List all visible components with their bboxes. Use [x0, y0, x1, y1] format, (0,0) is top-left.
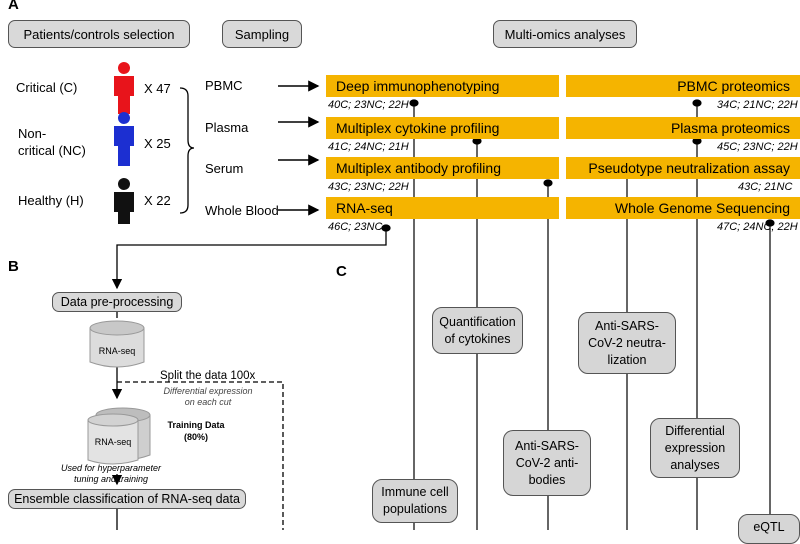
panel-letter-c: C — [336, 263, 347, 280]
data-preprocessing-box: Data pre-processing — [52, 292, 182, 312]
analysis-rnaseq: RNA-seq — [326, 197, 559, 219]
used-for-note-1: Used for hyperparameter — [60, 463, 162, 473]
sample-whole-blood: Whole Blood — [205, 203, 279, 218]
analysis-pbmc-proteomics: PBMC proteomics — [566, 75, 800, 97]
group-label-noncritical-1: Non- — [18, 126, 47, 141]
diff-expr-note-1: Differential expression — [163, 386, 253, 396]
training-data-label-1: Training Data — [167, 420, 225, 430]
n-plasma-proteomics: 45C; 23NC; 22H — [717, 141, 798, 153]
sample-pbmc: PBMC — [205, 78, 243, 93]
training-cylinder-label: RNA-seq — [94, 437, 132, 447]
n-deep-immunophenotyping: 40C; 23NC; 22H — [328, 99, 409, 111]
split-label: Split the data 100x — [160, 370, 256, 382]
header-selection: Patients/controls selection — [8, 20, 190, 48]
analysis-cytokine-profiling: Multiplex cytokine profiling — [326, 117, 559, 139]
group-brace — [179, 87, 195, 214]
header-sampling: Sampling — [222, 20, 302, 48]
sample-serum: Serum — [205, 161, 244, 176]
person-icon-critical — [114, 62, 134, 114]
n-whole-genome-sequencing: 47C; 24NC; 22H — [717, 221, 798, 233]
analysis-whole-genome-sequencing: Whole Genome Sequencing — [566, 197, 800, 219]
used-for-note-2: tuning and training — [73, 474, 149, 484]
sample-plasma: Plasma — [205, 120, 249, 135]
box-anti-sars-cov2-neutralization: Anti-SARS-CoV-2 neutra-lization — [578, 312, 676, 374]
person-icon-healthy — [114, 178, 134, 224]
count-healthy: X 22 — [144, 193, 171, 208]
rnaseq-cylinder-label: RNA-seq — [98, 346, 136, 356]
rnaseq-cylinder — [89, 320, 145, 368]
person-icon-noncritical — [114, 112, 134, 166]
panel-letter-a: A — [8, 0, 19, 13]
count-noncritical: X 25 — [144, 136, 171, 151]
analysis-deep-immunophenotyping: Deep immunophenotyping — [326, 75, 559, 97]
analysis-plasma-proteomics: Plasma proteomics — [566, 117, 800, 139]
analysis-neutralization-assay: Pseudotype neutralization assay — [566, 157, 800, 179]
diff-expr-note-2: on each cut — [184, 397, 232, 407]
training-data-label-2: (80%) — [183, 432, 208, 442]
panel-letter-b: B — [8, 258, 19, 275]
group-label-noncritical-2: critical (NC) — [18, 143, 86, 158]
count-critical: X 47 — [144, 81, 171, 96]
training-cylinder — [87, 407, 151, 465]
n-rnaseq: 46C; 23NC — [328, 221, 383, 233]
n-antibody-profiling: 43C; 23NC; 22H — [328, 181, 409, 193]
n-neutralization-assay: 43C; 21NC — [738, 181, 793, 193]
ensemble-classification-box: Ensemble classification of RNA-seq data — [8, 489, 246, 509]
header-multiomics: Multi-omics analyses — [493, 20, 637, 48]
group-label-healthy: Healthy (H) — [18, 193, 84, 208]
n-pbmc-proteomics: 34C; 21NC; 22H — [717, 99, 798, 111]
box-anti-sars-cov2-antibodies: Anti-SARS-CoV-2 anti-bodies — [503, 430, 591, 496]
group-label-critical: Critical (C) — [16, 80, 78, 95]
n-cytokine-profiling: 41C; 24NC; 21H — [328, 141, 409, 153]
box-eqtl: eQTL — [738, 514, 800, 544]
analysis-antibody-profiling: Multiplex antibody profiling — [326, 157, 559, 179]
